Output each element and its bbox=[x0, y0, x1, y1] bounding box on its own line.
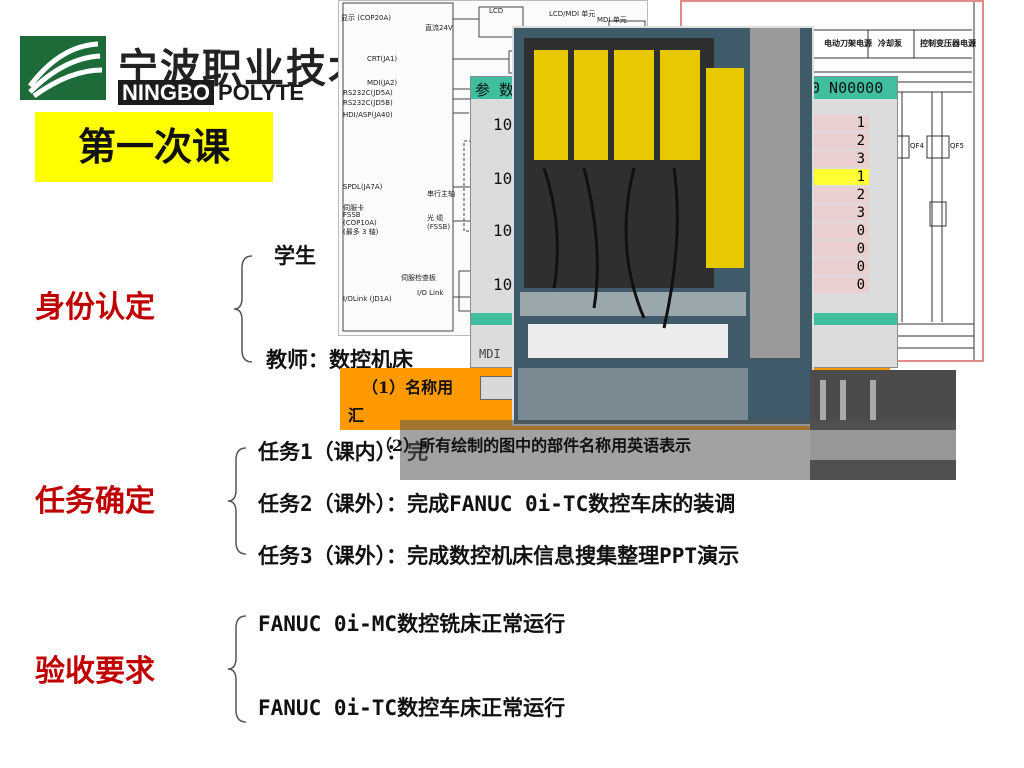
param-value-selected: 1 bbox=[811, 169, 869, 185]
identity-teacher: 教师：数控机床 bbox=[266, 347, 413, 372]
schematic-fssb-short: (FSSB) bbox=[427, 223, 451, 231]
schematic-detector: 伺服检查板 bbox=[401, 274, 436, 282]
param-row-2: 10 bbox=[493, 169, 513, 188]
identity-student: 学生 bbox=[274, 243, 316, 268]
schematic-crt: CRT(JA1) bbox=[367, 55, 398, 63]
schematic-lcd: LCD bbox=[489, 7, 504, 15]
schematic-max3: (最多 3 轴) bbox=[343, 228, 379, 236]
section-label-tasks: 任务确定 bbox=[35, 484, 155, 519]
schematic-rs232-2: RS232C(JD5B) bbox=[343, 99, 393, 107]
schematic-mdi: MDI(JA2) bbox=[367, 79, 398, 87]
task-2: 任务2（课外）：完成FANUC 0i-TC数控车床的装调 bbox=[258, 492, 736, 516]
wiring-coolant-label: 冷却泵 bbox=[878, 39, 902, 48]
logo-english-rest: POLYTE bbox=[218, 80, 304, 105]
param-value: 2 bbox=[811, 187, 869, 203]
param-value: 0 bbox=[811, 277, 869, 293]
schematic-iolink: I/OLink (JD1A) bbox=[343, 295, 392, 303]
schematic-display: 显示 (COP20A) bbox=[341, 14, 392, 22]
electrical-cabinet-photo bbox=[512, 26, 814, 426]
acceptance-mc: FANUC 0i-MC数控铣床正常运行 bbox=[258, 612, 566, 636]
param-row-1: 10 bbox=[493, 115, 513, 134]
lesson-title: 第一次课 bbox=[35, 112, 273, 182]
param-code: 0 N00000 bbox=[811, 79, 884, 97]
param-value: 0 bbox=[811, 241, 869, 257]
schematic-mdi-unit: MDI 单元 bbox=[597, 16, 627, 24]
param-row-4: 10 bbox=[493, 275, 513, 294]
param-value: 0 bbox=[811, 259, 869, 275]
acceptance-tc: FANUC 0i-TC数控车床正常运行 bbox=[258, 696, 566, 720]
wiring-transformer-label: 控制变压器电源 bbox=[920, 39, 976, 48]
brace-tasks bbox=[227, 447, 247, 555]
section-label-identity: 身份认定 bbox=[35, 290, 155, 325]
section-label-acceptance: 验收要求 bbox=[35, 654, 155, 689]
schematic-spindle: 串行主轴 bbox=[427, 190, 455, 198]
schematic-optical-fssb: 光 缆 bbox=[427, 214, 444, 222]
logo-english-boxed: NINGBO bbox=[118, 80, 214, 105]
brace-identity bbox=[233, 255, 253, 363]
note-line-2: 汇 bbox=[348, 406, 365, 425]
param-row-3: 10 bbox=[493, 221, 513, 240]
schematic-fssb: FSSB bbox=[343, 211, 361, 219]
schematic-rs232-1: RS232C(JD5A) bbox=[343, 89, 393, 97]
param-value: 2 bbox=[811, 133, 869, 149]
schematic-servo: 伺服卡 bbox=[343, 204, 364, 212]
cabinet-bottom-strip-photo bbox=[400, 420, 956, 480]
schematic-lcd-mdi: LCD/MDI 单元 bbox=[549, 10, 596, 18]
schematic-spdl: SPDL(JA7A) bbox=[343, 183, 383, 191]
param-value: 1 bbox=[811, 115, 869, 131]
param-value: 3 bbox=[811, 151, 869, 167]
task-3: 任务3（课外）：完成数控机床信息搜集整理PPT演示 bbox=[258, 544, 740, 568]
wiring-motor-label: 电动刀架电源 bbox=[824, 39, 872, 48]
note-line-1: （1）名称用 bbox=[362, 378, 454, 397]
schematic-io-link: I/O Link bbox=[417, 289, 444, 297]
param-value: 3 bbox=[811, 205, 869, 221]
schematic-cop10a: (COP10A) bbox=[343, 219, 377, 227]
school-logo-icon bbox=[20, 36, 106, 100]
brace-acceptance bbox=[227, 615, 247, 723]
note-line-3: （2）所有绘制的图中的部件名称用英语表示 bbox=[376, 436, 692, 455]
param-title: 参 数 bbox=[475, 81, 515, 99]
param-value: 0 bbox=[811, 223, 869, 239]
schematic-hdi: HDI/ASP(JA40) bbox=[343, 111, 393, 119]
wiring-qf5-label: QF5 bbox=[950, 142, 964, 150]
wiring-qf4-label: QF4 bbox=[910, 142, 924, 150]
param-mode: MDI bbox=[479, 347, 501, 361]
schematic-dc24: 直流24V bbox=[425, 24, 453, 32]
task-1: 任务1（课内）：完 bbox=[258, 440, 429, 464]
